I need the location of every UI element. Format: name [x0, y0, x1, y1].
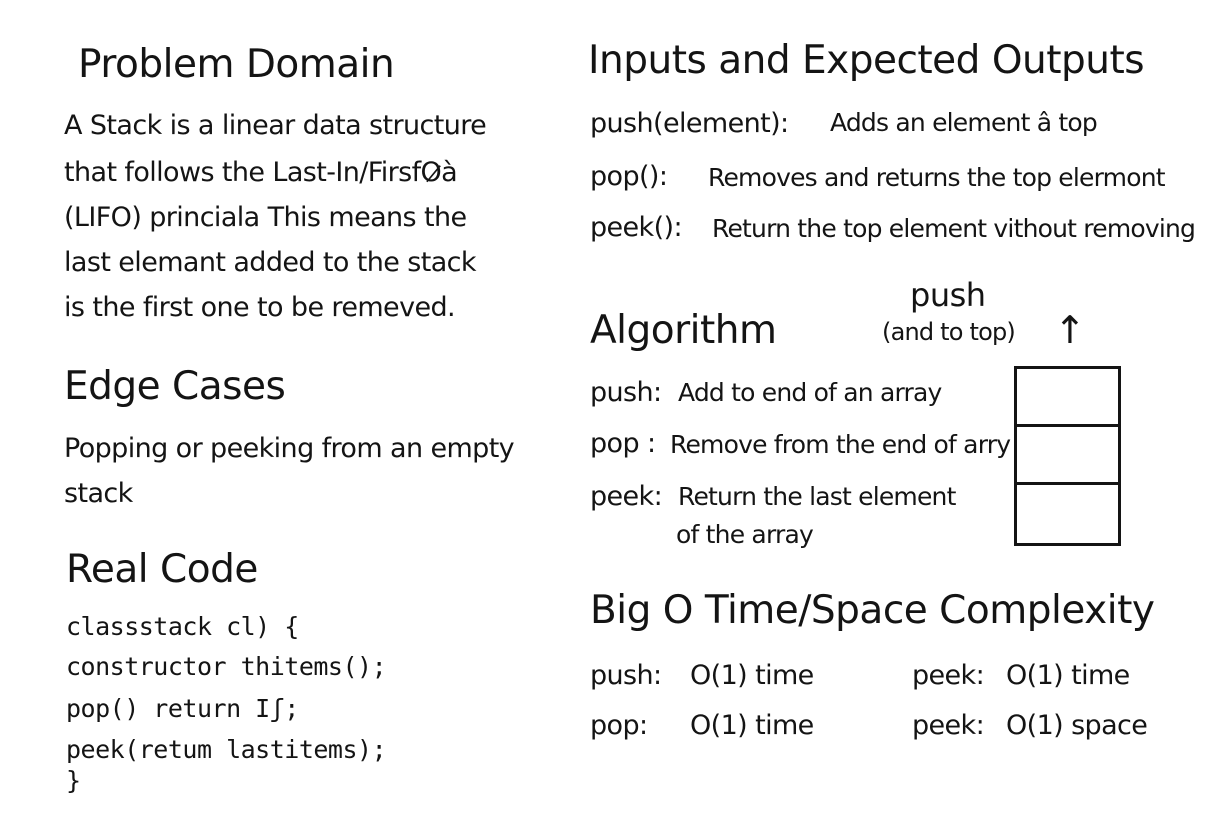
- complexity-heading: Big O Time/Space Complexity: [590, 588, 1155, 633]
- complexity-value: O(1) space: [1006, 710, 1148, 741]
- method-description: Adds an element â top: [830, 108, 1098, 137]
- complexity-op-name: pop:: [590, 710, 648, 741]
- problem-domain-line: (LIFO) princiala This means the: [64, 202, 467, 233]
- code-line: constructor thitems();: [66, 652, 387, 681]
- up-arrow-icon: ↑: [1054, 308, 1086, 352]
- stack-cell: [1017, 427, 1118, 485]
- method-name: push(element):: [590, 108, 789, 139]
- algorithm-heading: Algorithm: [590, 308, 777, 353]
- edge-cases-heading: Edge Cases: [64, 364, 286, 409]
- edge-cases-line: Popping or peeking from an empty: [64, 433, 515, 464]
- inputs-outputs-heading: Inputs and Expected Outputs: [588, 38, 1145, 83]
- algorithm-step-description: Remove from the end of arry: [670, 430, 1011, 459]
- code-line: peek(retum lastitems);: [66, 735, 387, 764]
- stack-box: [1014, 366, 1121, 546]
- complexity-value: O(1) time: [690, 660, 814, 691]
- push-label: push: [910, 276, 986, 314]
- method-name: peek():: [590, 212, 683, 243]
- push-sublabel: (and to top): [882, 318, 1016, 346]
- method-description: Return the top element vithout removing: [712, 214, 1196, 243]
- method-description: Removes and returns the top elermont: [708, 163, 1166, 192]
- algorithm-step-name: pop :: [590, 428, 656, 459]
- complexity-op-name: push:: [590, 660, 662, 691]
- algorithm-step-description: Return the last element: [678, 482, 956, 511]
- complexity-op-name: peek:: [912, 710, 985, 741]
- problem-domain-line: is the first one to be remeved.: [64, 292, 456, 323]
- algorithm-step-name: peek:: [590, 481, 663, 512]
- problem-domain-line: A Stack is a linear data structure: [64, 110, 487, 141]
- algorithm-step-name: push:: [590, 377, 662, 408]
- algorithm-step-continuation: of the array: [676, 520, 814, 549]
- algorithm-step-description: Add to end of an array: [678, 378, 942, 407]
- edge-cases-line: stack: [64, 478, 133, 509]
- code-line: pop() return Iʃ;: [66, 694, 299, 723]
- code-line: }: [66, 766, 81, 795]
- real-code-heading: Real Code: [66, 547, 258, 592]
- problem-domain-heading: Problem Domain: [78, 42, 395, 87]
- stack-cell: [1017, 369, 1118, 427]
- complexity-value: O(1) time: [690, 710, 814, 741]
- method-name: pop():: [590, 161, 668, 192]
- code-line: classstack cl) {: [66, 612, 299, 641]
- problem-domain-line: that follows the Last-In/FirsfO̷à: [64, 157, 458, 188]
- complexity-op-name: peek:: [912, 660, 985, 691]
- stack-cell: [1017, 485, 1118, 543]
- problem-domain-line: last elemant added to the stack: [64, 247, 477, 278]
- complexity-value: O(1) time: [1006, 660, 1130, 691]
